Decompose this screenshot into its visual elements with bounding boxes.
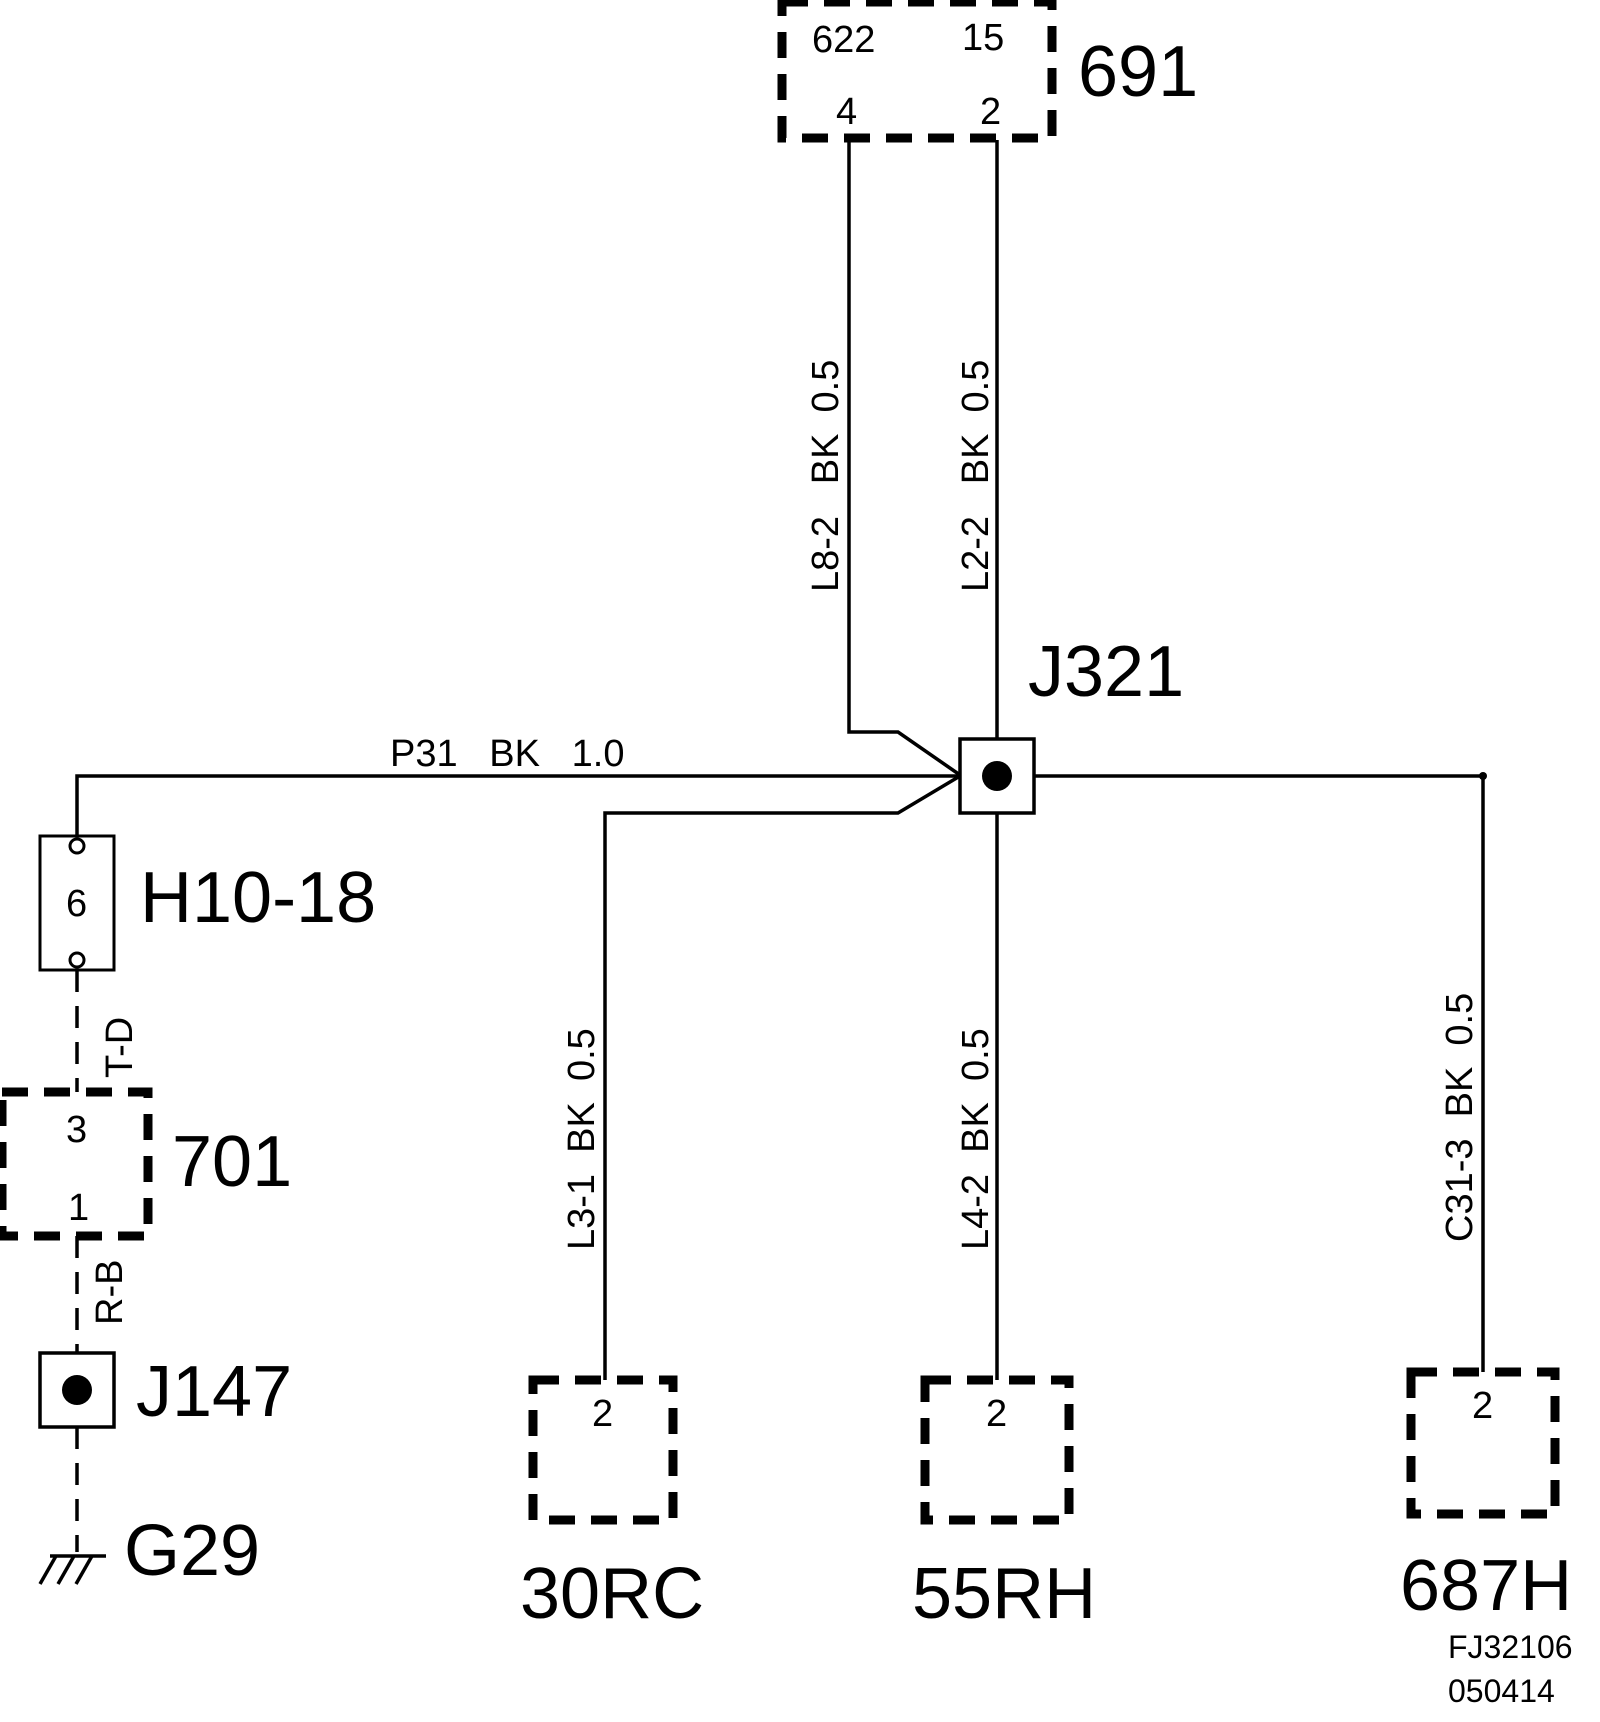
connector-701: 3 1 701 bbox=[0, 1087, 292, 1241]
wire-label-l2-2: L2-2 BK 0.5 bbox=[955, 360, 997, 592]
connector-701-pin-3: 3 bbox=[66, 1109, 87, 1151]
connector-691: 622 15 4 2 691 bbox=[777, 0, 1198, 143]
connector-55rh-pin: 2 bbox=[986, 1393, 1007, 1435]
splice-j147-dot bbox=[62, 1375, 92, 1405]
connector-30rc-pin: 2 bbox=[592, 1393, 613, 1435]
wire-label-l8-2: L8-2 BK 0.5 bbox=[805, 360, 847, 592]
connector-691-pin-2: 2 bbox=[980, 91, 1001, 133]
ground-hatch-1 bbox=[38, 1555, 58, 1585]
connector-691-pin-15: 15 bbox=[962, 17, 1004, 59]
wire-c31-3 bbox=[1034, 774, 1485, 1372]
connector-h10-18-label: H10-18 bbox=[140, 858, 376, 938]
wire-label-r-b: R-B bbox=[89, 1260, 131, 1325]
splice-j321-dot bbox=[982, 761, 1012, 791]
connector-691-label: 691 bbox=[1078, 32, 1198, 112]
wire-label-l3-1: L3-1 BK 0.5 bbox=[561, 1028, 603, 1250]
connector-691-pin-4: 4 bbox=[836, 91, 857, 133]
connector-h10-18: 6 H10-18 bbox=[38, 834, 376, 972]
connector-h10-18-pin-top bbox=[68, 837, 86, 855]
wire-p31 bbox=[75, 774, 960, 836]
connector-h10-18-pin-label: 6 bbox=[66, 883, 87, 925]
connector-55rh: 2 55RH bbox=[912, 1375, 1096, 1634]
splice-j147: J147 bbox=[38, 1351, 292, 1432]
splice-j147-label: J147 bbox=[136, 1352, 292, 1432]
wire-label-l4-2: L4-2 BK 0.5 bbox=[955, 1028, 997, 1250]
connector-687h-label: 687H bbox=[1400, 1546, 1572, 1626]
wire-l8-2 bbox=[847, 140, 961, 777]
connector-30rc-label: 30RC bbox=[520, 1554, 704, 1634]
wire-label-p31: P31 BK 1.0 bbox=[390, 733, 624, 775]
figure-date: 050414 bbox=[1448, 1673, 1555, 1709]
connector-55rh-label: 55RH bbox=[912, 1554, 1096, 1634]
connector-687h-pin: 2 bbox=[1472, 1385, 1493, 1427]
connector-701-pin-1: 1 bbox=[68, 1187, 89, 1229]
connector-h10-18-pin-bottom bbox=[68, 951, 86, 969]
ground-hatch-2 bbox=[56, 1555, 76, 1585]
connector-701-label: 701 bbox=[172, 1122, 292, 1202]
splice-j147-box bbox=[38, 1351, 116, 1429]
connector-687h: 2 687H bbox=[1400, 1367, 1572, 1626]
wire-c31-3-bend bbox=[1479, 772, 1487, 780]
connector-30rc: 2 30RC bbox=[520, 1375, 704, 1634]
wire-l3-1 bbox=[603, 774, 961, 1380]
ground-g29: G29 bbox=[38, 1511, 260, 1591]
ground-hatch-3 bbox=[74, 1555, 94, 1585]
figure-code: FJ32106 bbox=[1448, 1629, 1573, 1665]
wire-label-c31-3: C31-3 BK 0.5 bbox=[1439, 993, 1481, 1242]
splice-j321: J321 bbox=[1028, 632, 1184, 712]
wire-label-t-d: T-D bbox=[99, 1017, 141, 1078]
ground-g29-label: G29 bbox=[124, 1511, 260, 1591]
connector-691-pin-622: 622 bbox=[812, 19, 875, 61]
splice-j321-label: J321 bbox=[1028, 632, 1184, 712]
